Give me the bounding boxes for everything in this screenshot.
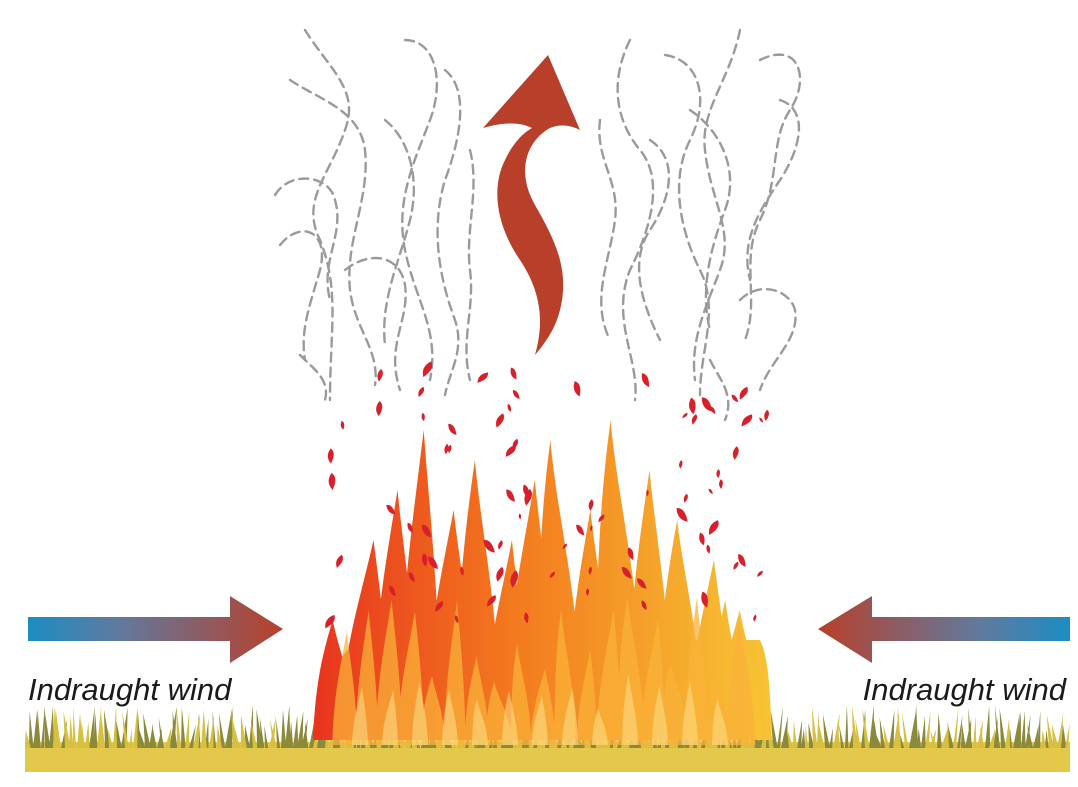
ember-particle bbox=[507, 403, 512, 412]
ember-particle bbox=[483, 539, 495, 553]
ember-particle bbox=[444, 443, 449, 455]
ember-particle bbox=[510, 367, 517, 380]
ember-particle bbox=[496, 566, 504, 582]
grass-icon bbox=[25, 704, 1070, 772]
ember-particle bbox=[701, 397, 713, 412]
ember-particle bbox=[641, 373, 650, 387]
ember-particle bbox=[706, 544, 711, 554]
ember-particle bbox=[590, 525, 593, 532]
ember-particle bbox=[764, 409, 769, 422]
ember-particle bbox=[679, 460, 683, 469]
ember-particle bbox=[699, 532, 705, 546]
ember-particle bbox=[588, 499, 594, 511]
ember-particle bbox=[524, 612, 529, 624]
ember-particle bbox=[498, 540, 503, 550]
ember-particle bbox=[708, 488, 713, 494]
ember-particle bbox=[428, 556, 438, 570]
ember-particle bbox=[496, 413, 505, 428]
ember-particle bbox=[327, 448, 334, 464]
ember-particle bbox=[460, 566, 464, 576]
ember-particle bbox=[477, 372, 488, 383]
ember-particle bbox=[716, 469, 721, 479]
indraught-wind-label-left: Indraught wind bbox=[28, 672, 232, 707]
ember-particle bbox=[738, 554, 746, 567]
ember-particle bbox=[691, 414, 698, 425]
ember-particle bbox=[732, 446, 739, 460]
ember-particle bbox=[506, 489, 515, 502]
ember-particle bbox=[421, 412, 425, 422]
ember-particle bbox=[407, 522, 413, 533]
ember-particle bbox=[523, 484, 529, 498]
ember-particle bbox=[562, 543, 567, 550]
ember-icon bbox=[325, 361, 769, 629]
ember-particle bbox=[598, 514, 605, 523]
ember-particle bbox=[573, 381, 581, 397]
ember-particle bbox=[708, 520, 719, 535]
ember-particle bbox=[376, 401, 383, 417]
ember-particle bbox=[487, 595, 496, 607]
ember-particle bbox=[739, 386, 748, 400]
ember-particle bbox=[588, 566, 592, 575]
ember-particle bbox=[741, 414, 753, 427]
ember-particle bbox=[621, 567, 632, 579]
indraught-wind-label-right: Indraught wind bbox=[862, 672, 1066, 707]
ember-particle bbox=[576, 524, 585, 536]
smoke-trail-icon bbox=[273, 28, 802, 422]
ember-particle bbox=[510, 570, 519, 588]
ember-particle bbox=[641, 600, 647, 611]
ember-particle bbox=[646, 489, 649, 497]
ember-particle bbox=[389, 585, 396, 597]
ember-particle bbox=[325, 614, 335, 629]
wind-arrow-left-icon bbox=[818, 596, 1070, 663]
ember-particle bbox=[422, 361, 433, 378]
ember-particle bbox=[682, 412, 688, 419]
ember-particle bbox=[733, 561, 739, 570]
ember-particle bbox=[505, 445, 516, 457]
ember-particle bbox=[386, 504, 396, 515]
ember-particle bbox=[627, 547, 634, 561]
ember-particle bbox=[757, 570, 763, 577]
ember-particle bbox=[418, 386, 425, 397]
ember-particle bbox=[636, 578, 647, 589]
ember-particle bbox=[421, 524, 432, 538]
ember-particle bbox=[731, 394, 739, 402]
updraft-arrow-icon bbox=[483, 55, 580, 355]
ember-particle bbox=[753, 614, 757, 622]
ember-particle bbox=[719, 479, 723, 489]
ember-particle bbox=[549, 571, 555, 579]
ember-particle bbox=[759, 417, 764, 423]
fire-icon bbox=[313, 361, 772, 745]
ember-particle bbox=[701, 591, 708, 608]
ember-particle bbox=[683, 493, 688, 503]
ember-particle bbox=[454, 615, 459, 624]
ember-particle bbox=[585, 588, 590, 597]
ember-particle bbox=[435, 601, 444, 612]
ember-particle bbox=[340, 420, 345, 430]
ember-particle bbox=[448, 423, 457, 436]
ember-particle bbox=[336, 554, 343, 568]
ember-particle bbox=[421, 553, 428, 567]
wind-arrow-right-icon bbox=[28, 596, 283, 663]
ember-particle bbox=[512, 390, 520, 399]
ember-particle bbox=[710, 406, 716, 414]
ember-particle bbox=[408, 572, 415, 583]
ember-particle bbox=[676, 508, 688, 522]
ember-particle bbox=[328, 473, 336, 490]
ember-particle bbox=[447, 444, 452, 454]
ember-particle bbox=[518, 513, 522, 520]
ember-particle bbox=[689, 397, 696, 415]
ember-particle bbox=[377, 368, 383, 382]
